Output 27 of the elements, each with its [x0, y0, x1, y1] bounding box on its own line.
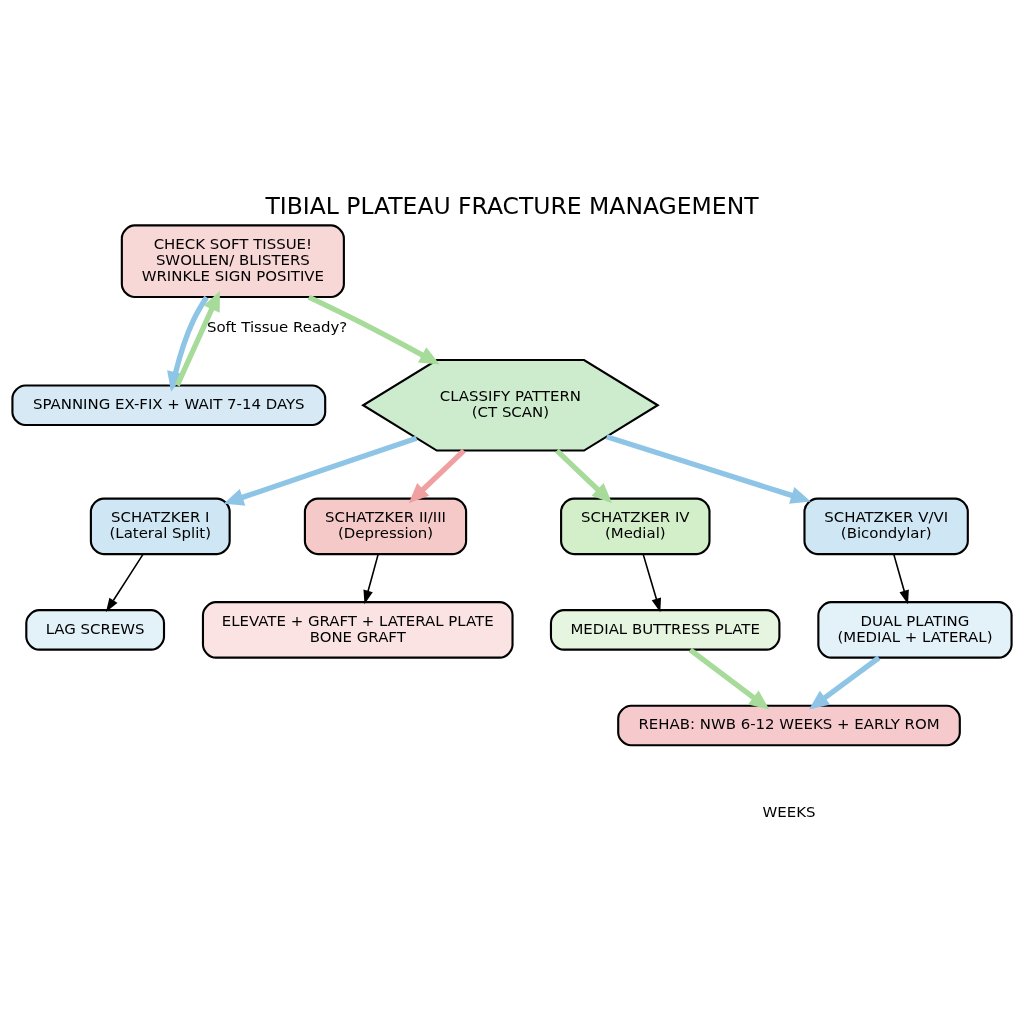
edge-label: Soft Tissue Ready? [207, 318, 348, 337]
arrow [688, 647, 770, 710]
arrow [893, 553, 909, 605]
arrow [605, 434, 811, 504]
arrow [555, 448, 613, 504]
node-box: SCHATZKER IV (Medial) [560, 497, 711, 556]
arrow [106, 553, 144, 612]
arrow [808, 655, 881, 710]
node-box: SPANNING EX-FIX + WAIT 7-14 DAYS [11, 384, 327, 427]
node-box: CHECK SOFT TISSUE! SWOLLEN/ BLISTERS WRINKLE SIGN POSITIVE [120, 224, 345, 298]
arrow [408, 448, 466, 504]
node-box: SCHATZKER I (Lateral Split) [89, 497, 231, 556]
label: WEEKS [762, 802, 816, 821]
arrow [167, 295, 209, 392]
diagram-title: TIBIAL PLATEAU FRACTURE MANAGEMENT [265, 192, 759, 221]
arrow [642, 553, 662, 613]
arrow [174, 290, 220, 387]
arrow [363, 553, 379, 605]
node-box: DUAL PLATING (MEDIAL + LATERAL) [817, 601, 1013, 659]
node-box: REHAB: NWB 6-12 WEEKS + EARLY ROM [617, 704, 961, 747]
node-box: ELEVATE + GRAFT + LATERAL PLATE BONE GRAFT [201, 601, 514, 659]
node-box: MEDIAL BUTTRESS PLATE [549, 609, 781, 651]
node-box: LAG SCREWS [25, 609, 166, 651]
node-box: SCHATZKER II/III (Depression) [303, 497, 468, 556]
node-box: SCHATZKER V/VI (Bicondylar) [803, 497, 969, 556]
arrow [307, 294, 440, 365]
arrow [223, 435, 418, 506]
